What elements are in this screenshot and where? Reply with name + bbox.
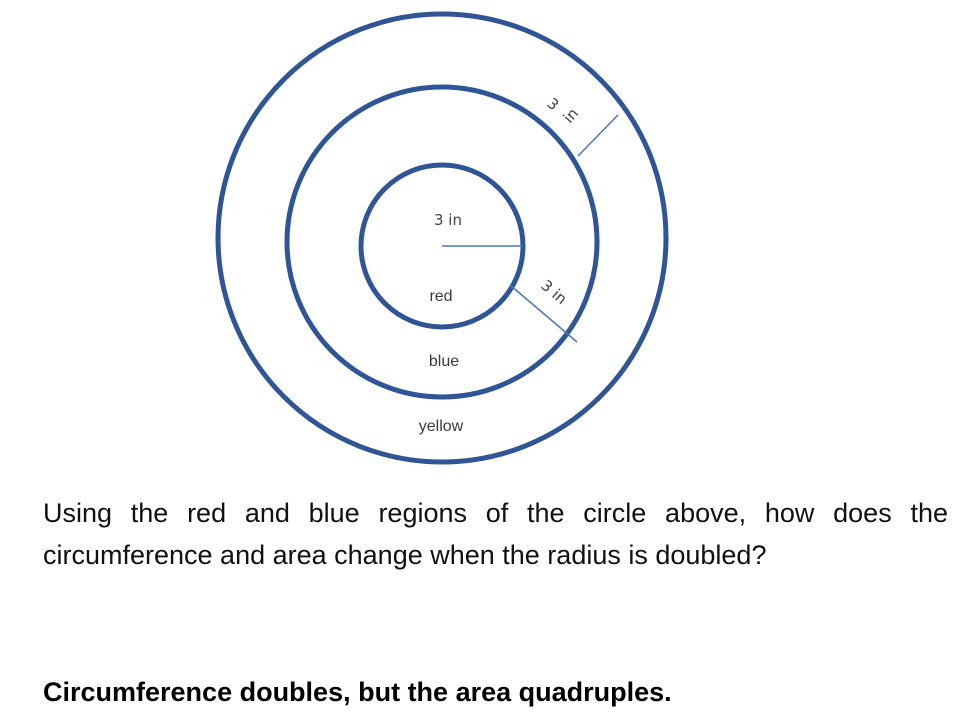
outer-circle [215, 11, 669, 465]
blue-region-label: blue [429, 353, 459, 370]
middle-radius-label: 3 in [537, 276, 570, 308]
middle-radius-line [509, 284, 578, 343]
inner-radius-label: 3 in [434, 211, 462, 229]
yellow-region-label: yellow [419, 418, 464, 435]
middle-circle [284, 84, 600, 400]
concentric-circles-diagram: 3 in 3 in 3 in red blue yellow [215, 11, 669, 465]
outer-radius-line [577, 114, 619, 157]
answer-text: Circumference doubles, but the area quad… [43, 677, 672, 707]
outer-radius-label-bottom: in [560, 104, 583, 126]
question-text: Using the red and blue regions of the ci… [43, 498, 948, 570]
red-region-label: red [429, 288, 452, 305]
outer-radius-label-top: 3 [543, 94, 562, 114]
